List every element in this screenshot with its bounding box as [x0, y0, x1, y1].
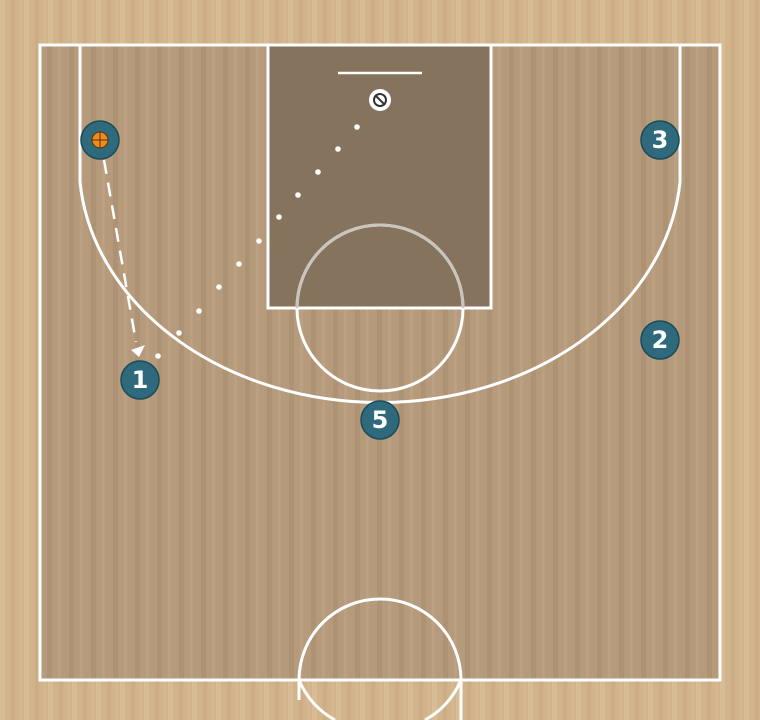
cut-dot [354, 124, 360, 130]
court-boundary [38, 43, 722, 682]
player-marker [120, 360, 160, 400]
player-1: 1 [120, 360, 160, 400]
cut-dot [295, 192, 301, 198]
player-marker [360, 400, 400, 440]
basketball-icon [91, 131, 109, 149]
player-label: 3 [652, 126, 669, 154]
player-5: 5 [360, 400, 400, 440]
players-layer: 1 2 3 5 [80, 120, 680, 440]
cut-dot [276, 214, 282, 220]
cut-dot [216, 284, 222, 290]
center-circle-lower-right [424, 679, 463, 720]
arrowhead-icon [131, 345, 145, 357]
cut-dot [236, 261, 242, 267]
player-label: 2 [652, 326, 669, 354]
player-3: 3 [640, 120, 680, 160]
player-marker [640, 320, 680, 360]
cut-path [155, 124, 360, 359]
player-label: 1 [132, 366, 149, 394]
paint-area [266, 43, 493, 310]
free-throw-circle-inner [295, 223, 465, 309]
center-circle-lower [297, 679, 336, 720]
player-label: 5 [372, 406, 389, 434]
cut-dot [196, 308, 202, 314]
cut-dot [155, 353, 161, 359]
center-circle [297, 597, 463, 720]
pass-line [102, 159, 138, 343]
cut-dot [315, 169, 321, 175]
cut-dot [335, 146, 341, 152]
cut-dot [176, 330, 182, 336]
cut-dot [256, 238, 262, 244]
player-2: 2 [640, 320, 680, 360]
basket-icon [369, 89, 391, 111]
player-4 [80, 120, 120, 160]
player-marker [640, 120, 680, 160]
